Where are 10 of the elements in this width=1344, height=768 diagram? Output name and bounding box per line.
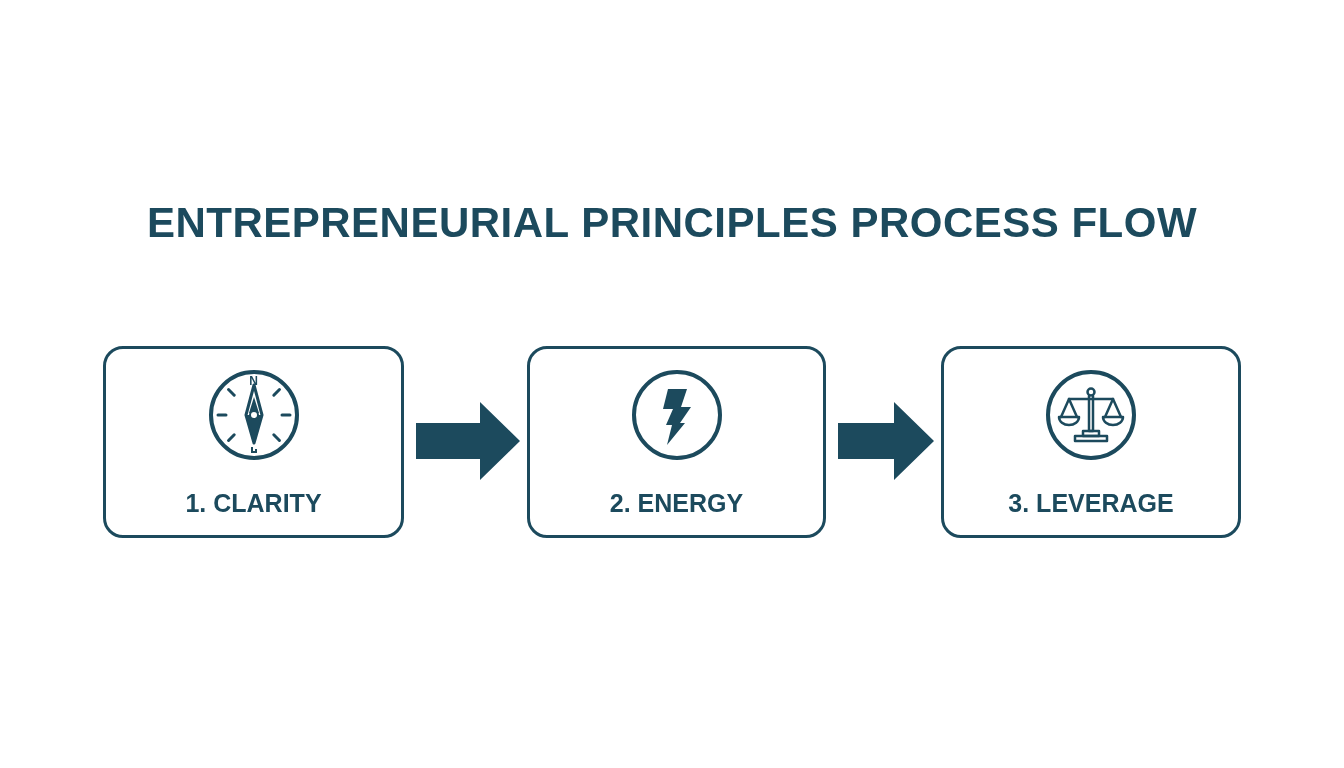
compass-north-letter: N <box>248 375 259 388</box>
block-arrow <box>416 402 520 480</box>
process-box <box>527 346 826 538</box>
step-label: 2. ENERGY <box>609 488 744 518</box>
process-box <box>103 346 404 538</box>
step-label: 1. CLARITY <box>185 488 322 518</box>
step-label: 3. LEVERAGE <box>1008 488 1174 518</box>
block-arrow <box>838 402 934 480</box>
process-box <box>941 346 1241 538</box>
diagram-title: ENTREPRENEURIAL PRINCIPLES PROCESS FLOW <box>146 198 1198 248</box>
